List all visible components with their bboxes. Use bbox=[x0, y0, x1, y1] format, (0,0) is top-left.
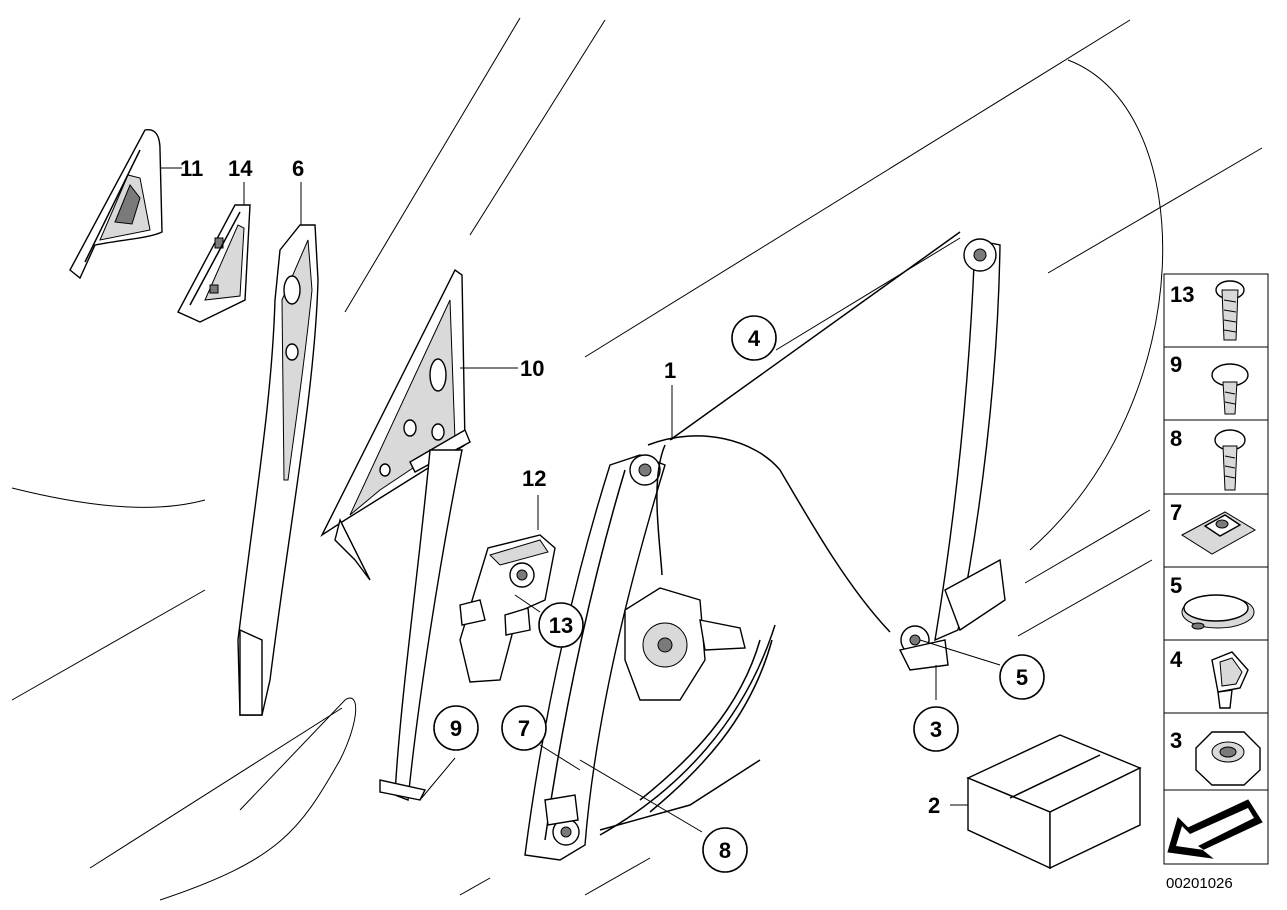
part-11-mirror-trim bbox=[69, 128, 163, 280]
plain-labels: 11 14 6 10 1 12 2 bbox=[180, 156, 940, 818]
part-12-window-motor bbox=[459, 534, 556, 683]
leader-lines bbox=[160, 167, 1001, 833]
svg-text:7: 7 bbox=[518, 716, 530, 741]
svg-text:13: 13 bbox=[1170, 282, 1194, 307]
svg-text:5: 5 bbox=[1016, 665, 1028, 690]
torx-bolt-long-icon bbox=[1215, 280, 1245, 341]
svg-text:8: 8 bbox=[1170, 426, 1182, 451]
cable-clip-icon bbox=[1211, 651, 1249, 709]
part-10-quarter-frame bbox=[320, 268, 471, 801]
callout-4: 4 bbox=[731, 315, 777, 361]
svg-text:7: 7 bbox=[1170, 500, 1182, 525]
part-1-window-regulator bbox=[524, 231, 1006, 861]
label-2: 2 bbox=[928, 793, 940, 818]
torx-bolt-short-icon bbox=[1211, 363, 1249, 415]
legend-row-4: 4 bbox=[1170, 647, 1249, 709]
legend-row-arrow bbox=[1167, 799, 1263, 859]
plug-cap-icon bbox=[1181, 594, 1255, 630]
label-11: 11 bbox=[180, 156, 203, 181]
part-2-repair-kit-box bbox=[966, 734, 1142, 870]
callout-5: 5 bbox=[999, 654, 1045, 700]
diagram-code: 00201026 bbox=[1166, 875, 1233, 892]
svg-text:9: 9 bbox=[450, 716, 462, 741]
part-14-inner-trim bbox=[177, 204, 251, 323]
svg-text:5: 5 bbox=[1170, 573, 1182, 598]
legend-row-5: 5 bbox=[1170, 573, 1255, 630]
callout-13: 13 bbox=[538, 602, 584, 648]
clip-nut-icon bbox=[1181, 511, 1256, 555]
callout-8: 8 bbox=[702, 827, 748, 873]
svg-text:3: 3 bbox=[1170, 728, 1182, 753]
legend-row-9: 9 bbox=[1170, 352, 1249, 415]
svg-text:4: 4 bbox=[748, 326, 761, 351]
svg-text:3: 3 bbox=[930, 717, 942, 742]
legend-row-8: 8 bbox=[1170, 426, 1246, 491]
door-contour-lines bbox=[11, 17, 1263, 901]
callout-9: 9 bbox=[433, 705, 479, 751]
label-6: 6 bbox=[292, 156, 304, 181]
label-14: 14 bbox=[228, 156, 253, 181]
svg-text:9: 9 bbox=[1170, 352, 1182, 377]
label-12: 12 bbox=[522, 466, 546, 491]
arrow-down-left-icon bbox=[1167, 799, 1263, 859]
svg-text:13: 13 bbox=[549, 613, 573, 638]
callout-7: 7 bbox=[501, 705, 547, 751]
torx-bolt-medium-icon bbox=[1214, 429, 1246, 491]
label-10: 10 bbox=[520, 356, 544, 381]
svg-text:8: 8 bbox=[719, 838, 731, 863]
legend-row-7: 7 bbox=[1170, 500, 1256, 555]
part-6-guide-rail bbox=[237, 224, 319, 716]
legend-row-3: 3 bbox=[1170, 728, 1261, 786]
legend-row-13: 13 bbox=[1170, 280, 1245, 341]
fastener-legend: 13 9 8 bbox=[1163, 273, 1269, 865]
hex-nut-icon bbox=[1195, 731, 1261, 786]
callout-3: 3 bbox=[913, 706, 959, 752]
svg-text:4: 4 bbox=[1170, 647, 1183, 672]
label-1: 1 bbox=[664, 358, 676, 383]
